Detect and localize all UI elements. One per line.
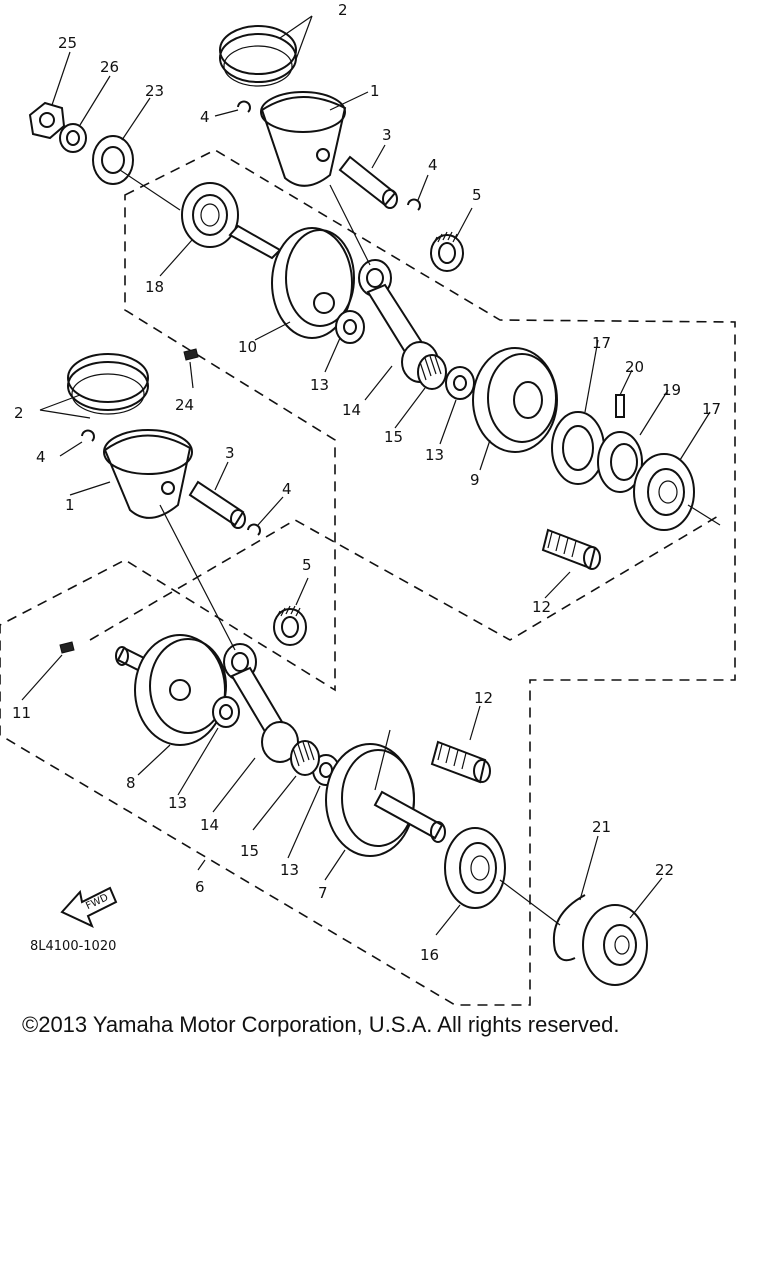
part-label: 10 (238, 338, 257, 356)
piston-lower (103, 429, 193, 519)
part-label: 12 (532, 598, 551, 616)
part-label: 18 (145, 278, 164, 296)
labyrinth-seal (597, 431, 643, 493)
crank-half-upper (228, 224, 355, 339)
thrust-washer (335, 310, 365, 344)
crank-pin-lower (430, 740, 491, 784)
main-bearing-lower (444, 827, 506, 909)
part-label: 25 (58, 34, 77, 52)
part-label: 13 (425, 446, 444, 464)
part-label: 22 (655, 861, 674, 879)
big-end-bearing-upper (417, 354, 447, 390)
lower-assembly-outline (89, 514, 721, 641)
washer (59, 123, 87, 153)
part-label: 13 (310, 376, 329, 394)
needle-bearing-upper (430, 231, 464, 272)
connecting-rod-lower (223, 643, 299, 763)
drawing-code: 8L4100-1020 (30, 939, 116, 954)
crank-half-lower-right (325, 743, 446, 857)
upper-assembly-outline (0, 149, 736, 1006)
oil-seal-upper (92, 135, 134, 185)
part-label: 1 (370, 82, 380, 100)
needle-bearing-lower (273, 605, 307, 646)
part-label: 13 (168, 794, 187, 812)
part-label: 17 (702, 400, 721, 418)
part-label: 15 (384, 428, 403, 446)
part-label: 12 (474, 689, 493, 707)
part-label: 21 (592, 818, 611, 836)
copyright-notice: ©2013 Yamaha Motor Corporation, U.S.A. A… (22, 1012, 620, 1037)
part-label: 9 (470, 471, 480, 489)
part-label: 20 (625, 358, 644, 376)
part-label: 3 (382, 126, 392, 144)
part-label: 26 (100, 58, 119, 76)
part-label: 11 (12, 704, 31, 722)
oil-seal-lower (582, 904, 648, 986)
exploded-parts-diagram: FWD 2 1 4 3 4 5 25 26 23 18 10 13 14 15 … (0, 1, 736, 1006)
piston-clip (237, 100, 251, 113)
part-label: 16 (420, 946, 439, 964)
part-label: 2 (14, 404, 24, 422)
part-label: 4 (200, 108, 210, 126)
big-end-bearing-lower (290, 740, 320, 776)
part-label: 3 (225, 444, 235, 462)
part-label: 7 (318, 884, 328, 902)
leader-lines-lower (21, 394, 721, 936)
piston-pin-lower (188, 480, 246, 529)
part-label: 14 (342, 401, 361, 419)
part-label: 17 (592, 334, 611, 352)
part-label: 5 (472, 186, 482, 204)
part-label: 5 (302, 556, 312, 574)
crank-half-lower-left (115, 634, 227, 746)
part-label: 4 (36, 448, 46, 466)
crank-pin-upper (541, 528, 601, 570)
part-label: 13 (280, 861, 299, 879)
leader-lines-upper (51, 15, 711, 599)
piston-clip (81, 429, 95, 442)
piston-upper (260, 91, 347, 187)
part-label: 19 (662, 381, 681, 399)
piston-pin-upper (338, 155, 398, 209)
piston-ring-lower (67, 353, 149, 415)
part-label: 6 (195, 878, 205, 896)
bearing-left (181, 182, 239, 248)
part-label: 14 (200, 816, 219, 834)
circlip (552, 894, 586, 962)
part-label: 4 (282, 480, 292, 498)
woodruff-key (59, 641, 75, 654)
part-label: 15 (240, 842, 259, 860)
part-label: 2 (338, 1, 348, 19)
piston-clip (247, 523, 261, 536)
thrust-washer (212, 696, 240, 728)
part-label: 1 (65, 496, 75, 514)
crank-half-center (472, 347, 558, 453)
part-label: 8 (126, 774, 136, 792)
forward-direction-arrow-icon: FWD (60, 886, 118, 928)
main-bearing-right (633, 453, 695, 531)
woodruff-key (183, 348, 199, 361)
knock-pin (615, 394, 625, 418)
piston-clip (407, 198, 421, 211)
part-label: 4 (428, 156, 438, 174)
thrust-washer (445, 366, 475, 400)
part-label: 23 (145, 82, 164, 100)
main-bearing-center (551, 411, 605, 485)
part-label: 24 (175, 396, 194, 414)
nut (28, 101, 66, 140)
